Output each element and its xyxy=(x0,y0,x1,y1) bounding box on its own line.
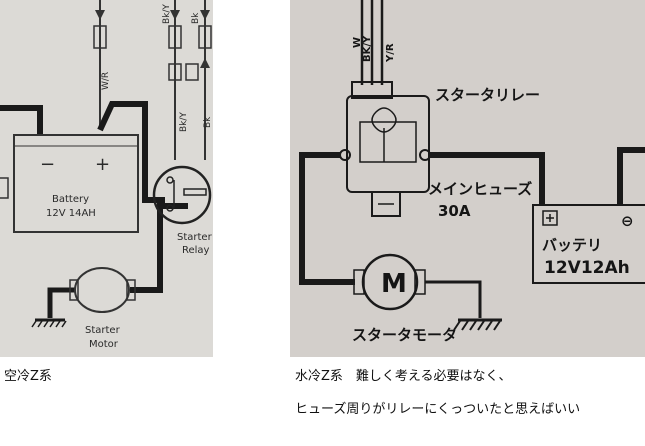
wire-label-bk-top: Bk xyxy=(191,12,201,24)
battery-name: バッテリ xyxy=(542,236,602,254)
motor-brush-left xyxy=(69,279,79,301)
water-cooled-diagram: W BK/Y Y/R M ⊖ バッテリ 12V12Ah xyxy=(290,0,645,357)
motor-label-line1: Starter xyxy=(85,325,121,336)
motor-brush-right xyxy=(414,269,426,295)
battery-plus-terminal-icon xyxy=(542,210,558,226)
air-cooled-diagram-svg: − + Battery 12V 14AH Starter Relay Start… xyxy=(0,0,213,350)
ground-hatch xyxy=(31,320,67,328)
wire-label-bk-mid: Bk xyxy=(203,116,213,128)
wire-label-bk-y-mid: Bk/Y xyxy=(179,112,189,132)
connector-icon xyxy=(168,25,182,49)
relay-coil-icon xyxy=(371,107,397,133)
starter-motor-symbol xyxy=(74,267,130,313)
ground-hatch xyxy=(453,320,501,331)
motor-brush-right xyxy=(126,279,136,301)
wire-label-bk-y-top: Bk/Y xyxy=(162,4,172,24)
relay-contact xyxy=(166,204,174,212)
arrow-up-icon xyxy=(200,58,210,68)
arrow-down-icon xyxy=(95,10,105,20)
arrow-down-icon xyxy=(170,10,180,20)
arrow-down-icon xyxy=(200,10,210,20)
wire-label-bk-y: BK/Y xyxy=(362,35,373,62)
connector-icon xyxy=(168,63,182,81)
component-fragment xyxy=(0,177,9,199)
battery-wire-plus xyxy=(97,101,165,203)
relay-coil-frame xyxy=(359,121,417,163)
battery-name: Battery xyxy=(52,194,89,205)
motor-label-line2: Motor xyxy=(89,339,119,350)
battery-minus-sign: − xyxy=(40,154,55,175)
starter-relay-label: スタータリレー xyxy=(435,86,540,104)
relay-contact xyxy=(166,176,174,184)
caption-water-cooled-line1: 水冷Z系 難しく考える必要はなく、 xyxy=(295,369,512,384)
battery-plus-wire xyxy=(430,152,545,205)
main-fuse-label: メインヒューズ xyxy=(428,180,532,198)
wire-label-w-r: W/R xyxy=(101,72,111,90)
main-fuse-symbol xyxy=(371,191,401,217)
battery-box xyxy=(532,204,645,284)
battery-rating: 12V12Ah xyxy=(544,258,630,278)
motor-symbol-label: M xyxy=(381,269,407,299)
connector-icon xyxy=(198,25,212,49)
relay-coil-icon xyxy=(183,188,207,196)
battery-box xyxy=(13,134,139,233)
relay-terminal-left xyxy=(339,149,351,161)
main-fuse-rating: 30A xyxy=(438,202,471,220)
battery-plus-sign: + xyxy=(95,154,110,175)
ground-wire xyxy=(425,280,482,318)
wire-label-y-r: Y/R xyxy=(385,43,396,63)
battery-rating: 12V 14AH xyxy=(46,208,96,219)
water-cooled-diagram-svg: W BK/Y Y/R M ⊖ バッテリ 12V12Ah xyxy=(299,0,645,344)
connector-icon xyxy=(185,63,199,81)
air-cooled-diagram: − + Battery 12V 14AH Starter Relay Start… xyxy=(0,0,213,357)
motor-wire xyxy=(299,152,355,285)
starter-relay-symbol xyxy=(152,165,212,225)
ground-wire xyxy=(47,287,75,318)
starter-motor-symbol xyxy=(361,253,419,311)
battery-wire-minus xyxy=(0,105,43,135)
battery-minus-sign: ⊖ xyxy=(621,212,634,230)
battery-minus-wire xyxy=(617,147,645,205)
connector-icon xyxy=(93,25,107,49)
starter-motor-label: スタータモータ xyxy=(352,326,457,344)
wire-label-w: W xyxy=(352,37,363,48)
caption-air-cooled: 空冷Z系 xyxy=(4,369,52,384)
relay-label-line1: Starter xyxy=(177,232,213,243)
caption-water-cooled-line2: ヒューズ周りがリレーにくっついたと思えばいい xyxy=(295,402,581,417)
relay-connector xyxy=(351,81,393,99)
relay-label-line2: Relay xyxy=(182,245,210,256)
